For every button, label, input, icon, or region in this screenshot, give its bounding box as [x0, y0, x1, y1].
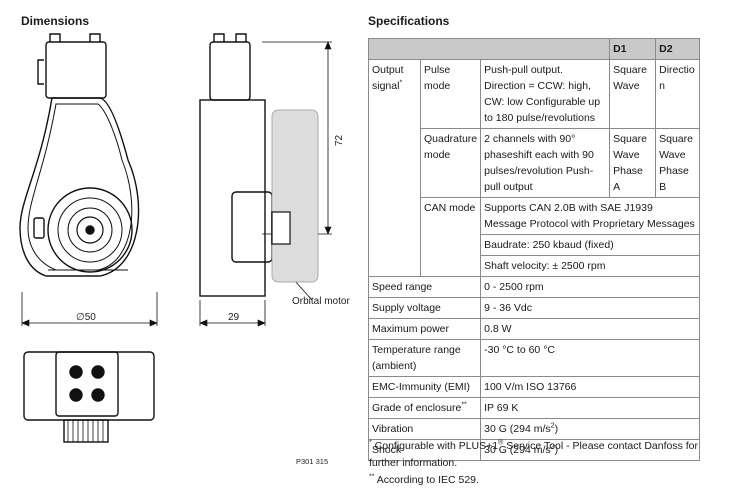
shaft-ring-core — [76, 216, 104, 244]
height-arrows — [324, 41, 332, 235]
can-desc-cell: Supports CAN 2.0B with SAE J1939 Message… — [480, 197, 701, 235]
header-d2: D2 — [655, 38, 701, 60]
table-row: EMC-Immunity (EMI) 100 V/m ISO 13766 — [367, 376, 701, 398]
table-row: Quadrature mode 2 channels with 90° phas… — [369, 128, 701, 198]
spec-value-cell: 30 G (294 m/s2) — [480, 439, 701, 461]
shaft-ring-inner — [67, 207, 113, 253]
shaft-over-flange — [271, 211, 291, 245]
bottom-body — [23, 351, 155, 421]
footnote-1: * Configurable with PLUS+1® Service Tool… — [369, 439, 699, 470]
spec-label-cell: Shock — [367, 439, 482, 461]
spec-value-cell: 30 G (294 m/s2) — [480, 418, 701, 440]
spec-label-cell: Maximum power — [367, 318, 482, 340]
shaft-ring-mid — [57, 197, 123, 263]
side-connector — [33, 217, 45, 239]
spec-label-cell: Temperature range (ambient) — [367, 339, 482, 377]
can-mode-cell: CAN mode — [419, 197, 482, 277]
bottom-connector — [55, 351, 119, 417]
pin-3 — [69, 388, 83, 402]
pin-2 — [91, 365, 105, 379]
side-connector-shape — [209, 41, 251, 101]
motor-flange — [271, 109, 319, 283]
spec-label-cell: Supply voltage — [367, 297, 482, 319]
sensor-body-outline — [19, 97, 140, 277]
pin-1 — [69, 365, 83, 379]
side-body — [199, 99, 266, 297]
spec-value-cell: 100 V/m ISO 13766 — [480, 376, 701, 398]
side-connector-pins — [213, 33, 247, 42]
spec-label-cell: EMC-Immunity (EMI) — [367, 376, 482, 398]
motor-label: Orbital motor — [292, 296, 350, 307]
table-row: Maximum power 0.8 W — [367, 318, 701, 340]
spec-label-cell: Grade of enclosure** — [367, 397, 482, 419]
figure-number: P301 315 — [296, 457, 329, 466]
specifications-table: D1 D2 Output signal* Pulse mode Push-pul… — [367, 38, 701, 461]
pulse-mode-cell: Pulse mode — [419, 59, 482, 129]
header-d1: D1 — [609, 38, 657, 60]
pin-4 — [91, 388, 105, 402]
can-shaft-cell: Shaft velocity: ± 2500 rpm — [480, 255, 701, 277]
connector-latch — [37, 59, 44, 85]
front-connector-shape — [45, 41, 107, 99]
header-blank — [367, 38, 611, 60]
spec-value-cell: -30 °C to 60 °C — [480, 339, 701, 377]
pulse-desc-cell: Push-pull output. Direction = CCW: high,… — [480, 59, 611, 129]
spec-label-cell: Speed range — [367, 276, 482, 298]
spec-value-cell: 9 - 36 Vdc — [480, 297, 701, 319]
bottom-shaft — [63, 419, 109, 443]
quad-mode-cell: Quadrature mode — [419, 128, 482, 198]
width-dim-lines — [199, 300, 266, 326]
table-row: Vibration 30 G (294 m/s2) — [367, 418, 701, 440]
spec-value-cell: IP 69 K — [480, 397, 701, 419]
table-row: Output signal* Pulse mode Push-pull outp… — [368, 59, 701, 277]
spec-label-cell: Vibration — [367, 418, 482, 440]
shaft-center — [85, 225, 95, 235]
table-row: CAN mode Supports CAN 2.0B with SAE J193… — [369, 197, 701, 277]
quad-desc-cell: 2 channels with 90° phaseshift each with… — [480, 128, 611, 198]
footnote-2: ** According to IEC 529. — [369, 473, 479, 487]
table-header-row: D1 D2 — [367, 38, 701, 60]
shaft-ring-outer — [47, 187, 133, 273]
table-row: Speed range 0 - 2500 rpm — [367, 276, 701, 298]
bottom-thread — [67, 420, 104, 442]
dimensions-heading: Dimensions — [21, 14, 90, 28]
dimension-drawing: ∅50 29 72 Orbital motor — [19, 33, 350, 443]
side-mount — [231, 191, 273, 263]
specifications-heading: Specifications — [368, 14, 450, 28]
output-signal-cell: Output signal* — [368, 59, 421, 277]
spec-value-cell: 0 - 2500 rpm — [480, 276, 701, 298]
quad-d1-cell: Square Wave Phase A — [609, 128, 657, 198]
quad-d2-cell: Square Wave Phase B — [655, 128, 701, 198]
pulse-d1-cell: Square Wave — [609, 59, 657, 129]
connector-pins — [49, 33, 101, 42]
table-row: Supply voltage 9 - 36 Vdc — [367, 297, 701, 319]
width-arrows — [199, 319, 266, 327]
spec-value-cell: 0.8 W — [480, 318, 701, 340]
table-row: Temperature range (ambient) -30 °C to 60… — [367, 339, 701, 377]
table-row: Grade of enclosure** IP 69 K — [367, 397, 701, 419]
diameter-arrows — [21, 319, 158, 327]
diameter-dim-lines — [21, 292, 158, 326]
width-label: 29 — [228, 312, 240, 323]
pulse-d2-cell: Directio n — [655, 59, 701, 129]
footnotes: * Configurable with PLUS+1® Service Tool… — [369, 438, 709, 489]
can-baud-cell: Baudrate: 250 kbaud (fixed) — [480, 234, 701, 256]
table-row: Shock 30 G (294 m/s2) — [367, 439, 701, 461]
diameter-label: ∅50 — [76, 312, 96, 323]
sensor-body-inner — [27, 103, 133, 271]
height-label: 72 — [334, 134, 345, 146]
